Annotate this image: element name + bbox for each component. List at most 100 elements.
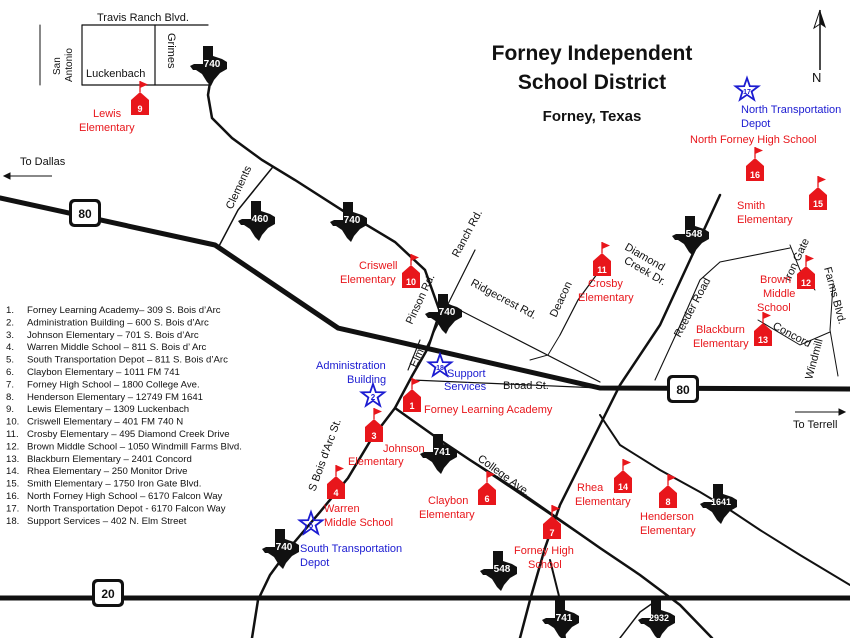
legend-item-number: 8. xyxy=(6,392,14,403)
svg-text:13: 13 xyxy=(758,335,768,345)
street-diamond-creek: DiamondCreek Dr. xyxy=(617,241,674,288)
site-4-label-line1: Warren xyxy=(324,503,360,515)
legend-item-number: 5. xyxy=(6,355,14,366)
svg-text:18: 18 xyxy=(436,365,444,372)
street-san-antonio: SanAntonio xyxy=(52,48,75,82)
legend-item: Forney High School – 1800 College Ave. xyxy=(27,379,200,390)
site-4-marker[interactable]: 4 xyxy=(326,464,346,500)
north-label: N xyxy=(812,70,821,85)
site-8-marker[interactable]: 8 xyxy=(658,473,678,509)
legend-item: Crosby Elementary – 495 Diamond Creek Dr… xyxy=(27,429,230,440)
fm740-shield-north: 740 xyxy=(190,46,227,86)
legend-item-number: 17. xyxy=(6,503,19,514)
site-15-label-line2: Elementary xyxy=(737,214,793,226)
map-title-line2: School District xyxy=(518,71,666,94)
legend-item-number: 12. xyxy=(6,441,19,452)
svg-text:2: 2 xyxy=(371,393,376,402)
svg-text:15: 15 xyxy=(813,199,823,209)
us80-shield-west: 80 xyxy=(69,199,101,227)
svg-text:5: 5 xyxy=(309,521,314,530)
site-12-label-line2: Middle xyxy=(763,288,795,300)
legend-item: Criswell Elementary – 401 FM 740 N xyxy=(27,417,183,428)
legend-item-number: 18. xyxy=(6,516,19,527)
fm741-shield-south: 741 xyxy=(542,600,579,638)
street-farms-blvd: Farms Blvd. xyxy=(821,266,848,326)
street-elm: Elm xyxy=(408,347,427,369)
fm460-shield: 460 xyxy=(238,201,275,241)
legend-item-number: 4. xyxy=(6,342,14,353)
street-grimes: Grimes xyxy=(165,33,177,69)
svg-text:3: 3 xyxy=(371,431,376,441)
site-15-marker[interactable]: 15 xyxy=(808,175,828,211)
site-5-marker[interactable]: 5 xyxy=(298,511,324,535)
i20-shield: 20 xyxy=(92,579,124,607)
site-16-marker[interactable]: 16 xyxy=(745,146,765,182)
svg-text:8: 8 xyxy=(665,497,670,507)
site-3-marker[interactable]: 3 xyxy=(364,407,384,443)
site-12-marker[interactable]: 12 xyxy=(796,254,816,290)
fm1641-shield: 1641 xyxy=(700,484,737,524)
site-13-label-line1: Blackburn xyxy=(696,324,745,336)
fm2932-label: 2932 xyxy=(649,613,669,623)
site-9-label-line2: Elementary xyxy=(79,122,135,134)
site-11-label-line2: Elementary xyxy=(578,292,634,304)
site-18-label-line2: Services xyxy=(444,381,487,393)
site-11-marker[interactable]: 11 xyxy=(592,241,612,277)
site-15-label-line1: Smith xyxy=(737,200,765,212)
svg-text:10: 10 xyxy=(406,277,416,287)
svg-text:4: 4 xyxy=(333,488,338,498)
site-1-marker[interactable]: 1 xyxy=(402,377,422,413)
legend-item: North Transportation Depot - 6170 Falcon… xyxy=(27,503,226,514)
site-9-marker[interactable]: 9 xyxy=(130,80,150,116)
fm740-label: 740 xyxy=(204,59,221,70)
site-13-marker[interactable]: 13 xyxy=(753,311,773,347)
site-18-marker[interactable]: 18 xyxy=(427,353,453,377)
legend-item-number: 1. xyxy=(6,305,14,316)
site-legend: 1.Forney Learning Academy– 309 S. Bois d… xyxy=(6,305,242,527)
fm741-label: 741 xyxy=(434,447,451,458)
svg-text:16: 16 xyxy=(750,170,760,180)
site-17-marker[interactable]: 17 xyxy=(734,77,760,101)
legend-item-number: 10. xyxy=(6,417,19,428)
site-1-label: Forney Learning Academy xyxy=(424,404,553,416)
site-2-label-line2: Building xyxy=(347,374,386,386)
us80-shield-east: 80 xyxy=(667,375,699,403)
site-7-label-line2: School xyxy=(528,559,562,571)
legend-item: Warren Middle School – 811 S. Bois d’ Ar… xyxy=(27,342,207,353)
us80-label: 80 xyxy=(676,383,690,397)
site-2-marker[interactable]: 2 xyxy=(360,383,386,407)
legend-item-number: 2. xyxy=(6,317,14,328)
site-12-label-line3: School xyxy=(757,302,791,314)
svg-text:12: 12 xyxy=(801,278,811,288)
street-travis-ranch: Travis Ranch Blvd. xyxy=(97,12,189,24)
site-17-label-line1: North Transportation xyxy=(741,104,841,116)
site-6-marker[interactable]: 6 xyxy=(477,470,497,506)
fm548-shield-north: 548 xyxy=(672,216,709,256)
site-7-marker[interactable]: 7 xyxy=(542,504,562,540)
legend-item-number: 9. xyxy=(6,404,14,415)
fm1641-label: 1641 xyxy=(711,497,731,507)
fm740-shield-south: 740 xyxy=(262,529,299,569)
legend-item-number: 16. xyxy=(6,491,19,502)
legend-item-number: 6. xyxy=(6,367,14,378)
legend-item: Johnson Elementary – 701 S. Bois d’Arc xyxy=(27,330,199,341)
us80-label: 80 xyxy=(78,207,92,221)
north-arrow-icon: N xyxy=(812,9,826,85)
street-clements: Clements xyxy=(224,164,255,212)
street-luckenbach: Luckenbach xyxy=(86,68,145,80)
street-broad: Broad St. xyxy=(503,380,549,392)
fm740-shield-pinson: 740 xyxy=(425,294,462,334)
fm2932-shield: 2932 xyxy=(638,600,675,638)
site-14-marker[interactable]: 14 xyxy=(613,458,633,494)
legend-item-number: 13. xyxy=(6,454,19,465)
legend-item: Blackburn Elementary – 2401 Concord xyxy=(27,454,192,465)
fm548-label: 548 xyxy=(494,564,511,575)
site-10-marker[interactable]: 10 xyxy=(401,253,421,289)
site-18-label-line1: Support xyxy=(447,368,486,380)
fm741-shield: 741 xyxy=(420,434,457,474)
site-6-label-line2: Elementary xyxy=(419,509,475,521)
site-10-label-line2: Elementary xyxy=(340,274,396,286)
legend-item: Lewis Elementary – 1309 Luckenbach xyxy=(27,404,189,415)
site-4-label-line2: Middle School xyxy=(324,517,393,529)
site-14-label-line1: Rhea xyxy=(577,482,604,494)
